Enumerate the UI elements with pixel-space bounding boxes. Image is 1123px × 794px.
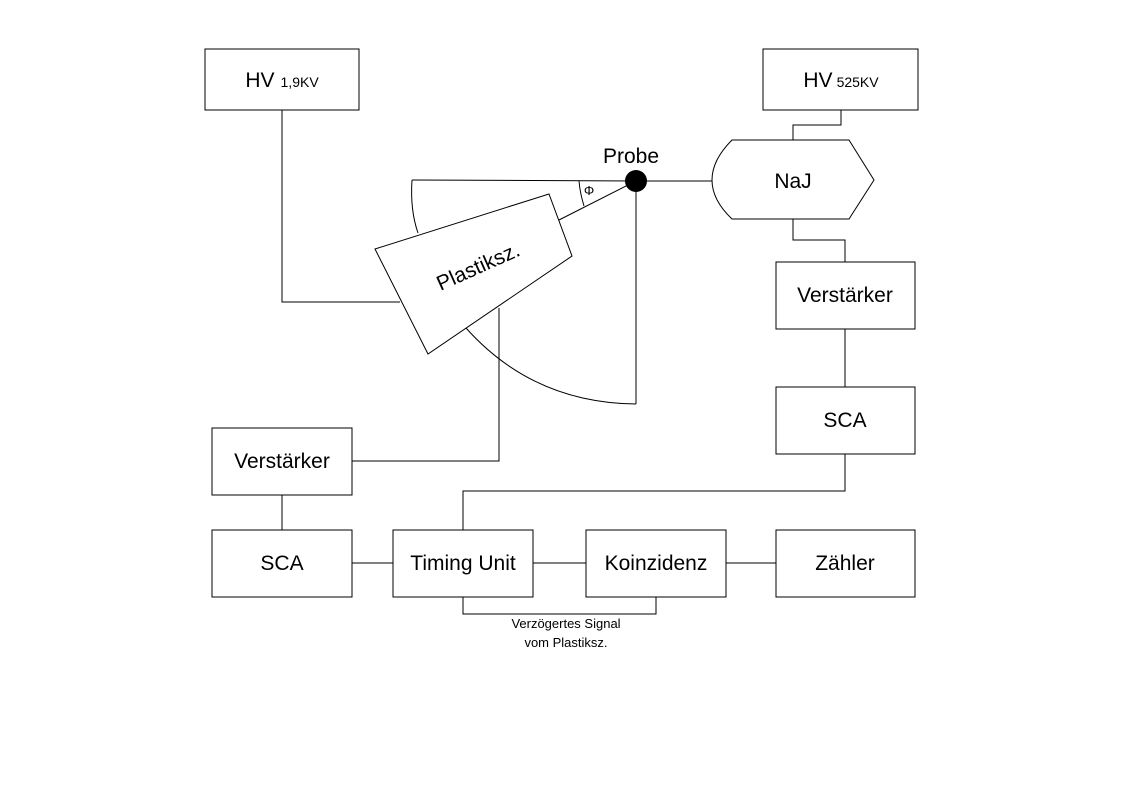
hv-left-label: HV 1,9KV xyxy=(245,69,319,92)
probe-sample-dot xyxy=(625,170,647,192)
amplifier-right-box: Verstärker xyxy=(775,261,916,330)
angle-arc xyxy=(578,180,585,207)
detector-axis-line xyxy=(556,180,637,222)
hv-right-label-text: HV xyxy=(803,69,832,92)
coincidence-label: Koinzidenz xyxy=(605,552,708,575)
coincidence-box: Koinzidenz xyxy=(585,529,727,598)
rotation-arc-lower xyxy=(465,327,637,405)
probe-label: Probe xyxy=(603,145,659,168)
wire-sca-right-to-timing xyxy=(462,454,846,530)
plastic-scintillator-detector xyxy=(374,193,573,355)
naj-detector xyxy=(711,139,875,220)
wire-delayed-signal xyxy=(462,597,657,615)
sca-right-box: SCA xyxy=(775,386,916,455)
reference-line-horizontal xyxy=(411,179,637,182)
wire-hv-left-to-plastic xyxy=(281,110,400,303)
delayed-signal-line1: Verzögertes Signal xyxy=(511,616,620,631)
hv-left-label-text: HV xyxy=(245,69,274,92)
hv-left-box: HV 1,9KV xyxy=(204,48,360,111)
delayed-signal-line2: vom Plastiksz. xyxy=(524,635,607,650)
wire-naj-to-amplifier xyxy=(792,219,846,262)
sca-left-box: SCA xyxy=(211,529,353,598)
wire-hv-right-to-naj xyxy=(792,110,842,140)
sca-left-label: SCA xyxy=(260,552,303,575)
amplifier-left-label: Verstärker xyxy=(234,450,330,473)
hv-right-voltage: 525KV xyxy=(837,74,880,90)
amplifier-left-box: Verstärker xyxy=(211,427,353,496)
naj-label: NaJ xyxy=(774,170,811,193)
counter-label: Zähler xyxy=(815,552,875,575)
amplifier-right-label: Verstärker xyxy=(797,284,893,307)
angle-phi-symbol: Φ xyxy=(584,183,594,198)
hv-left-voltage: 1,9KV xyxy=(281,74,320,90)
timing-unit-label: Timing Unit xyxy=(410,552,516,575)
hv-right-box: HV 525KV xyxy=(762,48,919,111)
counter-box: Zähler xyxy=(775,529,916,598)
rotation-arc-upper xyxy=(411,179,419,234)
sca-right-label: SCA xyxy=(823,409,866,432)
hv-right-label: HV 525KV xyxy=(803,69,879,92)
timing-unit-box: Timing Unit xyxy=(392,529,534,598)
